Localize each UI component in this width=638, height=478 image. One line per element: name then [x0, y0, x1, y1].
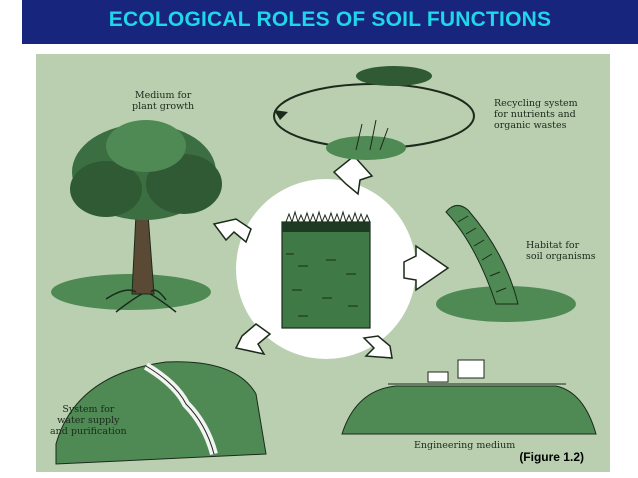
- function-arrows: [212, 154, 450, 359]
- label-plant-growth: Medium for plant growth: [132, 90, 195, 112]
- arrow-to-habitat: [403, 244, 450, 292]
- label-engineering: Engineering medium: [414, 440, 516, 451]
- soil-profile: [281, 210, 371, 329]
- engineering-illustration: [341, 359, 597, 435]
- left-margin: [0, 0, 22, 478]
- figure-caption: (Figure 1.2): [519, 450, 584, 464]
- worm-illustration: [436, 205, 576, 322]
- tree-illustration: [51, 120, 222, 313]
- label-recycling: Recycling system for nutrients and organ…: [494, 98, 578, 131]
- title-bar: ECOLOGICAL ROLES OF SOIL FUNCTIONS: [22, 0, 638, 44]
- arrow-to-water: [234, 323, 272, 356]
- page-title: ECOLOGICAL ROLES OF SOIL FUNCTIONS: [108, 8, 552, 31]
- recycling-illustration: [273, 66, 475, 160]
- water-illustration: [55, 361, 267, 465]
- arrow-to-engineering: [362, 335, 393, 359]
- label-water: System for water supply and purification: [50, 404, 127, 437]
- soil-functions-diagram: Medium for plant growth Recycling system…: [36, 54, 610, 472]
- label-habitat: Habitat for soil organisms: [526, 240, 596, 262]
- diagram-illustration: [51, 66, 597, 465]
- arrow-to-recycling: [332, 154, 374, 196]
- arrow-to-plant-growth: [212, 218, 252, 244]
